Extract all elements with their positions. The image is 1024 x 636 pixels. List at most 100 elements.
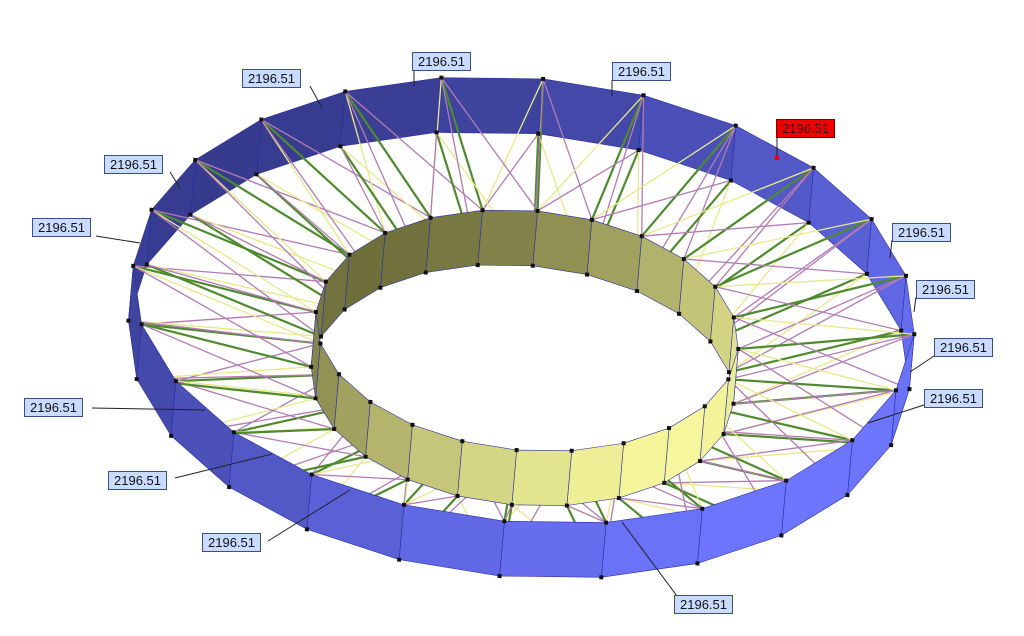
- node: [308, 364, 314, 369]
- force-label[interactable]: 2196.51: [916, 280, 975, 299]
- truss-member: [141, 323, 316, 399]
- node: [497, 573, 502, 579]
- node: [733, 123, 738, 128]
- truss-member: [132, 265, 321, 345]
- node: [535, 208, 540, 214]
- node: [423, 270, 428, 275]
- node: [405, 477, 410, 482]
- truss-member: [723, 389, 897, 435]
- truss-member: [664, 479, 787, 484]
- force-label[interactable]: 2196.51: [32, 218, 91, 237]
- truss-member: [189, 213, 346, 311]
- truss-member: [590, 94, 645, 221]
- truss-member: [641, 221, 809, 237]
- node: [603, 520, 609, 525]
- node: [731, 401, 736, 406]
- node: [226, 484, 232, 490]
- force-label[interactable]: 2196.51: [202, 533, 261, 552]
- node: [702, 404, 707, 409]
- node: [784, 478, 789, 483]
- force-label[interactable]: 2196.51: [24, 398, 83, 417]
- truss-member: [542, 78, 593, 221]
- node: [363, 454, 368, 459]
- force-label[interactable]: 2196.51: [104, 155, 163, 174]
- truss-member: [591, 179, 732, 221]
- node: [697, 458, 703, 464]
- node: [811, 165, 816, 171]
- truss-member: [566, 504, 607, 524]
- truss-member: [503, 504, 513, 522]
- truss-member: [429, 132, 438, 218]
- truss-member: [440, 77, 539, 212]
- truss-member: [194, 159, 327, 283]
- node: [912, 332, 917, 337]
- node: [139, 322, 144, 327]
- truss-member: [256, 173, 350, 256]
- node: [681, 256, 687, 262]
- truss-member: [715, 275, 906, 288]
- truss-member: [728, 378, 897, 392]
- node: [898, 328, 904, 333]
- node: [382, 230, 388, 236]
- truss-member: [714, 218, 873, 288]
- node: [695, 561, 700, 566]
- node: [131, 263, 136, 269]
- force-label[interactable]: 2196.51: [108, 471, 167, 490]
- truss-member: [260, 118, 431, 219]
- node: [318, 341, 323, 346]
- node: [907, 386, 912, 392]
- node: [850, 438, 855, 443]
- node: [126, 318, 131, 323]
- force-label[interactable]: 2196.51: [674, 595, 733, 614]
- node: [713, 284, 718, 289]
- truss-member: [714, 167, 815, 288]
- node: [309, 472, 314, 477]
- truss-member: [151, 209, 350, 256]
- node: [569, 448, 574, 453]
- node: [893, 388, 899, 393]
- truss-member: [260, 119, 350, 256]
- force-label[interactable]: 2196.51: [612, 62, 671, 81]
- truss-member: [151, 209, 322, 338]
- truss-member: [146, 264, 317, 313]
- force-label-selected[interactable]: 2196.51: [776, 119, 835, 138]
- truss-member: [728, 333, 915, 380]
- truss-member: [683, 218, 872, 260]
- truss-member: [260, 118, 386, 234]
- node: [318, 334, 324, 339]
- node: [502, 519, 507, 524]
- truss-member: [132, 265, 312, 368]
- force-label[interactable]: 2196.51: [242, 69, 301, 88]
- truss-member: [640, 124, 737, 237]
- node: [634, 288, 640, 294]
- node: [323, 279, 328, 284]
- node: [168, 433, 174, 439]
- node: [736, 346, 741, 352]
- truss-member: [715, 286, 902, 332]
- node: [343, 89, 348, 94]
- truss-member: [146, 263, 345, 311]
- force-label[interactable]: 2196.51: [924, 389, 983, 408]
- force-label[interactable]: 2196.51: [892, 223, 951, 242]
- node: [888, 442, 894, 448]
- truss-member: [641, 167, 814, 237]
- truss-member: [618, 497, 703, 510]
- node: [530, 263, 535, 268]
- node: [779, 533, 784, 538]
- truss-member: [710, 272, 868, 343]
- truss-member: [683, 166, 815, 260]
- truss-member: [704, 389, 896, 407]
- truss-member: [733, 274, 907, 319]
- node: [708, 339, 713, 344]
- node: [731, 315, 736, 320]
- force-label[interactable]: 2196.51: [412, 52, 471, 71]
- truss-member: [733, 316, 910, 390]
- node: [480, 208, 485, 213]
- force-label[interactable]: 2196.51: [934, 338, 993, 357]
- node: [564, 503, 570, 508]
- truss-member: [146, 263, 322, 338]
- node: [639, 234, 644, 239]
